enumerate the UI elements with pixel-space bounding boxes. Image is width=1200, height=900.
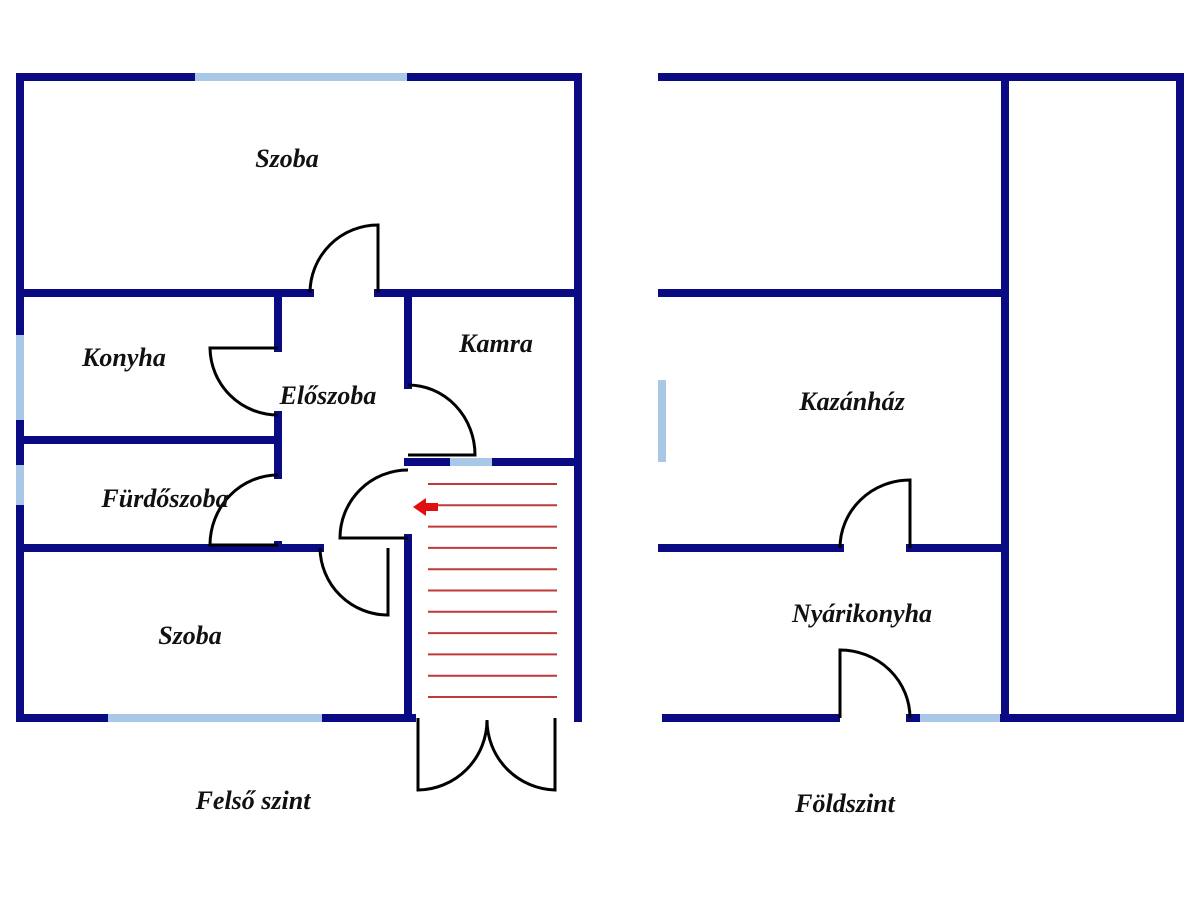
room-label: Fürdőszoba [100,484,228,513]
room-label: Kamra [458,329,533,358]
upper-floor-plan: Szoba Konyha Előszoba Kamra Fürdőszoba S… [16,73,582,815]
door-szoba-bottom [318,547,390,617]
ground-floor-plan: Kazánház Nyárikonyha Földszint [658,73,1184,818]
door-kazanhaz [838,478,912,549]
door-stairs [338,468,409,540]
door-furdoszoba [208,473,279,547]
arrow-left-icon [413,498,438,516]
doors [208,223,557,792]
walls [658,73,1184,722]
door-nyarikonyha [838,648,912,719]
doors [838,478,912,719]
windows [16,73,492,722]
stairs [428,483,557,698]
windows [658,380,1000,722]
door-szoba-top [308,223,380,294]
floor-title: Földszint [794,789,895,818]
double-door-entrance [416,718,557,792]
room-label: Kazánház [798,387,905,416]
door-kamra [407,383,477,457]
room-label: Szoba [158,621,222,650]
room-label: Előszoba [279,381,377,410]
room-label: Konyha [81,343,166,372]
door-konyha [208,346,279,417]
room-label: Szoba [255,144,319,173]
floor-title: Felső szint [195,786,312,815]
room-label: Nyárikonyha [791,599,932,628]
walls [16,73,582,722]
